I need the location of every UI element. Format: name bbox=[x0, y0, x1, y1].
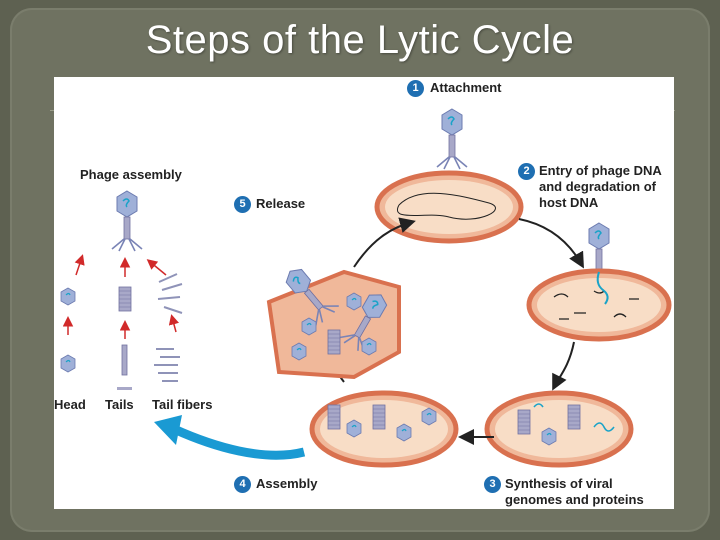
cell-synthesis bbox=[484, 390, 634, 468]
part-label-head: Head bbox=[54, 397, 86, 412]
step-label-4: Assembly bbox=[256, 476, 318, 491]
red-arrow-fibers bbox=[146, 259, 167, 276]
tail-fiber-component bbox=[157, 273, 183, 314]
part-label-tail-fibers: Tail fibers bbox=[152, 397, 213, 412]
cycle-arrow-5-1 bbox=[353, 217, 416, 268]
slide-title: Steps of the Lytic Cycle bbox=[145, 18, 575, 62]
lytic-cycle-figure: 1 Attachment 2 Entry of phage DNA and de… bbox=[54, 77, 674, 509]
tail-component bbox=[118, 286, 132, 312]
part-label-tails: Tails bbox=[105, 397, 134, 412]
step-badge-5: 5 bbox=[234, 196, 251, 213]
lytic-cycle-illustration bbox=[60, 108, 672, 468]
cell-attachment bbox=[374, 170, 524, 244]
red-arrow-head bbox=[74, 254, 85, 276]
tail-precursor bbox=[117, 344, 132, 390]
step-label-3: Synthesis of viral genomes and proteins bbox=[505, 476, 644, 507]
step-label-1: Attachment bbox=[430, 80, 502, 95]
assembled-phage bbox=[111, 190, 143, 252]
step-label-5: Release bbox=[256, 196, 306, 211]
cycle-arrow-2-3 bbox=[552, 341, 575, 391]
cell-entry bbox=[526, 268, 672, 342]
head-precursor bbox=[60, 354, 76, 373]
phage-assembly-label: Phage assembly bbox=[80, 167, 182, 182]
red-arrow-fibers-low bbox=[168, 314, 180, 333]
step-badge-2: 2 bbox=[518, 163, 535, 180]
step-badge-4: 4 bbox=[234, 476, 251, 493]
head-component bbox=[60, 287, 76, 306]
tail-fiber-precursors bbox=[154, 348, 180, 382]
assembly-arrow-head bbox=[154, 415, 182, 445]
cycle-arrow-1-2 bbox=[518, 218, 584, 269]
assembly-arrow bbox=[172, 424, 306, 460]
step-label-2: Entry of phage DNA and degradation of ho… bbox=[539, 163, 662, 210]
attached-phage bbox=[436, 108, 468, 170]
step-badge-1: 1 bbox=[407, 80, 424, 97]
cell-assembly bbox=[309, 390, 459, 468]
step-badge-3: 3 bbox=[484, 476, 501, 493]
cell-release bbox=[266, 260, 401, 380]
